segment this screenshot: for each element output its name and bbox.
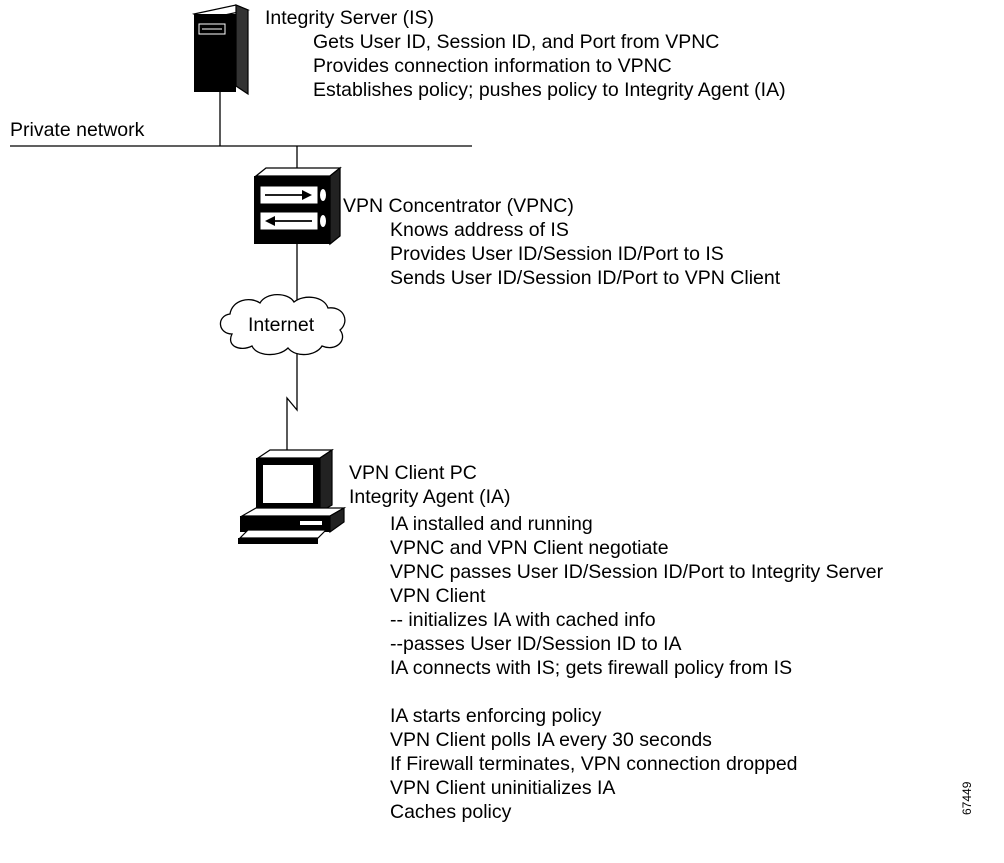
step-line: IA starts enforcing policy: [390, 705, 602, 727]
step-line: If Firewall terminates, VPN connection d…: [390, 753, 798, 775]
vpnc-line: Knows address of IS: [390, 219, 569, 241]
step-line: Caches policy: [390, 801, 512, 823]
is-line: Provides connection information to VPNC: [313, 55, 672, 77]
client-pc-icon: [238, 448, 347, 544]
client-title: VPN Client PC: [349, 462, 477, 484]
integrity-server-title: Integrity Server (IS): [265, 7, 435, 29]
internet-label: Internet: [248, 314, 315, 336]
step-line: VPN Client polls IA every 30 seconds: [390, 729, 712, 751]
vpn-concentrator-title: VPN Concentrator (VPNC): [343, 195, 574, 217]
client-steps: IA installed and running VPNC and VPN Cl…: [390, 512, 883, 824]
vpnc-line: Provides User ID/Session ID/Port to IS: [390, 243, 724, 265]
step-line: VPNC and VPN Client negotiate: [390, 537, 669, 559]
agent-title: Integrity Agent (IA): [349, 486, 511, 508]
vpn-concentrator-description: Knows address of IS Provides User ID/Ses…: [390, 218, 780, 290]
step-line: VPN Client uninitializes IA: [390, 777, 616, 799]
dialup-link-line: [286, 350, 298, 455]
step-line: IA connects with IS; gets firewall polic…: [390, 657, 793, 679]
step-line: -- initializes IA with cached info: [390, 609, 656, 631]
figure-id: 67449: [960, 781, 974, 815]
integrity-server-description: Gets User ID, Session ID, and Port from …: [313, 30, 786, 102]
step-line: --passes User ID/Session ID to IA: [390, 633, 682, 655]
is-line: Establishes policy; pushes policy to Int…: [313, 79, 786, 101]
server-icon: [191, 4, 251, 96]
step-line: [390, 680, 883, 704]
vpnc-line: Sends User ID/Session ID/Port to VPN Cli…: [390, 267, 781, 289]
step-line: VPNC passes User ID/Session ID/Port to I…: [390, 561, 884, 583]
private-network-label: Private network: [10, 119, 145, 141]
step-line: IA installed and running: [390, 513, 593, 535]
vpn-concentrator-icon: [254, 166, 342, 246]
step-line: VPN Client: [390, 585, 486, 607]
is-line: Gets User ID, Session ID, and Port from …: [313, 31, 720, 53]
internet-cloud-icon: [219, 293, 346, 356]
